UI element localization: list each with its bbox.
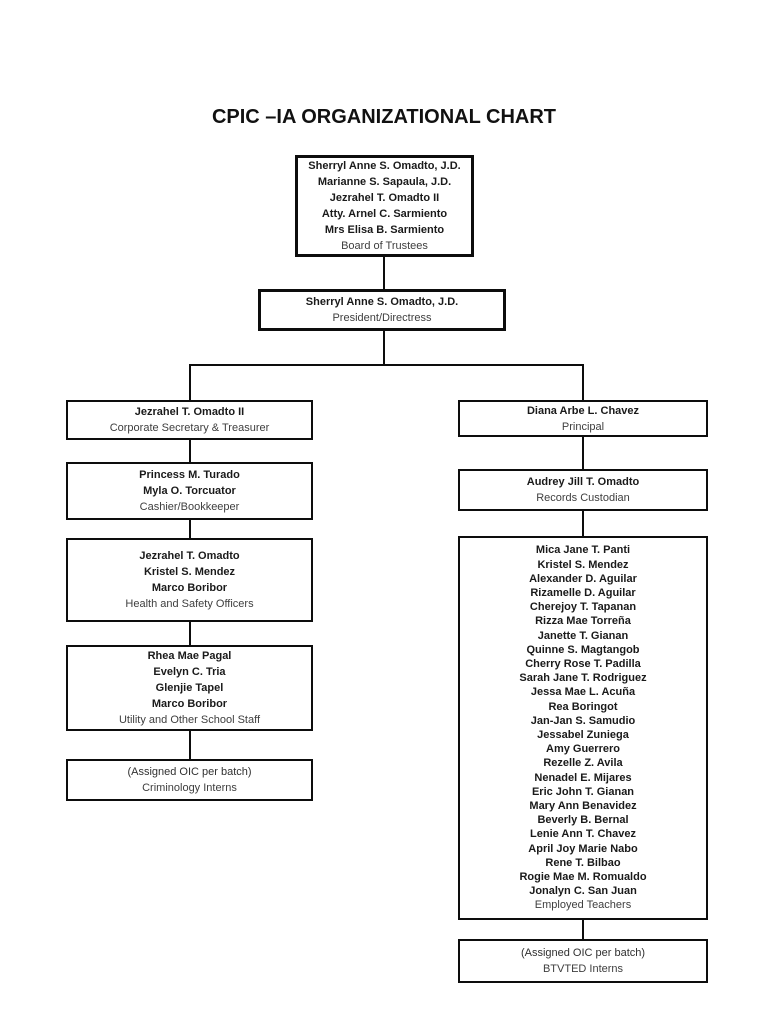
person-name: Quinne S. Magtangob bbox=[526, 643, 640, 656]
connector-left-3 bbox=[189, 622, 191, 645]
person-name: Jezrahel T. Omadto II bbox=[329, 192, 440, 204]
person-name: Myla O. Torcuator bbox=[143, 485, 236, 497]
connector-left-1 bbox=[189, 440, 191, 462]
connector-branch-horizontal bbox=[189, 364, 584, 366]
connector-right-1 bbox=[582, 437, 584, 469]
person-name: Princess M. Turado bbox=[139, 469, 240, 481]
names-list: (Assigned OIC per batch) bbox=[521, 945, 645, 961]
connector-board-president bbox=[383, 255, 385, 289]
person-name: April Joy Marie Nabo bbox=[528, 842, 638, 855]
connector-president-stem bbox=[383, 331, 385, 364]
person-name: Kristel S. Mendez bbox=[537, 558, 629, 571]
box-criminology-interns: (Assigned OIC per batch) Criminology Int… bbox=[66, 759, 313, 801]
person-name: Eric John T. Gianan bbox=[531, 785, 635, 798]
person-name: Mary Ann Benavidez bbox=[529, 800, 637, 813]
person-name: Alexander D. Aguilar bbox=[529, 572, 637, 585]
person-name: Janette T. Gianan bbox=[537, 629, 629, 642]
connector-left-4 bbox=[189, 731, 191, 759]
role-label-corporate-secretary-treasurer: Corporate Secretary & Treasurer bbox=[109, 422, 270, 434]
names-list: Jezrahel T. Omadto II bbox=[135, 404, 244, 420]
person-name: Sarah Jane T. Rodriguez bbox=[519, 672, 647, 685]
box-btvted-interns: (Assigned OIC per batch) BTVTED Interns bbox=[458, 939, 708, 983]
person-name: Sherryl Anne S. Omadto, J.D. bbox=[308, 160, 461, 172]
connector-right-3 bbox=[582, 920, 584, 939]
person-name: Diana Arbe L. Chavez bbox=[526, 404, 640, 417]
person-name: (Assigned OIC per batch) bbox=[127, 766, 252, 778]
person-name: Amy Guerrero bbox=[546, 743, 620, 756]
person-name: Cherejoy T. Tapanan bbox=[529, 601, 637, 614]
role-label-btvted-interns: BTVTED Interns bbox=[542, 963, 624, 975]
role-label-principal: Principal bbox=[561, 420, 605, 433]
person-name: Marco Boribor bbox=[151, 582, 228, 594]
person-name: Rhea Mae Pagal bbox=[147, 650, 232, 662]
box-corporate-secretary-treasurer: Jezrahel T. Omadto II Corporate Secretar… bbox=[66, 400, 313, 440]
person-name: Mica Jane T. Panti bbox=[535, 544, 631, 557]
person-name: Rizamelle D. Aguilar bbox=[530, 586, 636, 599]
person-name: Kristel S. Mendez bbox=[143, 566, 236, 578]
person-name: Jan-Jan S. Samudio bbox=[530, 714, 636, 727]
person-name: Rogie Mae M. Romualdo bbox=[519, 871, 647, 884]
person-name: Nenadel E. Mijares bbox=[534, 771, 632, 784]
person-name: Rea Boringot bbox=[548, 700, 618, 713]
role-label-cashier-bookkeeper: Cashier/Bookkeeper bbox=[139, 501, 240, 513]
person-name: Rizza Mae Torreña bbox=[535, 615, 631, 628]
person-name: Lenie Ann T. Chavez bbox=[530, 828, 636, 841]
role-label-health-safety-officers: Health and Safety Officers bbox=[125, 598, 254, 610]
connector-right-branch-drop bbox=[582, 364, 584, 400]
person-name: Rezelle Z. Avila bbox=[543, 757, 623, 770]
person-name: Jezrahel T. Omadto bbox=[139, 550, 240, 562]
box-board-of-trustees: Sherryl Anne S. Omadto, J.D. Marianne S. … bbox=[295, 155, 474, 257]
person-name: Evelyn C. Tria bbox=[153, 666, 226, 678]
person-name: Marianne S. Sapaula, J.D. bbox=[317, 176, 452, 188]
person-name: Jessa Mae L. Acuña bbox=[530, 686, 636, 699]
person-name: Jonalyn C. San Juan bbox=[529, 885, 637, 898]
role-label-board-of-trustees: Board of Trustees bbox=[341, 240, 428, 252]
person-name: Sherryl Anne S. Omadto, J.D. bbox=[305, 296, 459, 308]
role-label-criminology-interns: Criminology Interns bbox=[142, 782, 237, 794]
person-name: Mrs Elisa B. Sarmiento bbox=[324, 224, 445, 236]
role-label-records-custodian: Records Custodian bbox=[536, 492, 630, 504]
names-list: Diana Arbe L. Chavez bbox=[527, 403, 639, 419]
role-label-utility-school-staff: Utility and Other School Staff bbox=[118, 714, 261, 726]
names-list: Audrey Jill T. Omadto bbox=[527, 474, 639, 490]
connector-right-2 bbox=[582, 511, 584, 536]
person-name: Beverly B. Bernal bbox=[537, 814, 629, 827]
names-list: (Assigned OIC per batch) bbox=[127, 764, 251, 780]
person-name: Jessabel Zuniega bbox=[537, 729, 629, 741]
person-name: Rene T. Bilbao bbox=[545, 856, 621, 869]
person-name: (Assigned OIC per batch) bbox=[520, 947, 646, 959]
person-name: Cherry Rose T. Padilla bbox=[525, 657, 641, 670]
person-name: Atty. Arnel C. Sarmiento bbox=[321, 208, 448, 220]
person-name: Marco Boribor bbox=[151, 698, 228, 710]
person-name: Jezrahel T. Omadto II bbox=[134, 406, 245, 418]
box-president-directress: Sherryl Anne S. Omadto, J.D. President/D… bbox=[258, 289, 506, 331]
connector-left-branch-drop bbox=[189, 364, 191, 400]
page-title: CPIC –IA ORGANIZATIONAL CHART bbox=[211, 106, 557, 128]
box-records-custodian: Audrey Jill T. Omadto Records Custodian bbox=[458, 469, 708, 511]
president-names-list: Sherryl Anne S. Omadto, J.D. bbox=[306, 294, 458, 310]
person-name: Audrey Jill T. Omadto bbox=[526, 476, 640, 488]
person-name: Glenjie Tapel bbox=[155, 682, 224, 694]
box-principal: Diana Arbe L. Chavez Principal bbox=[458, 400, 708, 437]
role-label-employed-teachers: Employed Teachers bbox=[534, 899, 632, 912]
connector-left-2 bbox=[189, 520, 191, 538]
role-label-president-directress: President/Directress bbox=[332, 312, 432, 324]
board-names-list: Sherryl Anne S. Omadto, J.D. Marianne S. … bbox=[308, 158, 460, 238]
